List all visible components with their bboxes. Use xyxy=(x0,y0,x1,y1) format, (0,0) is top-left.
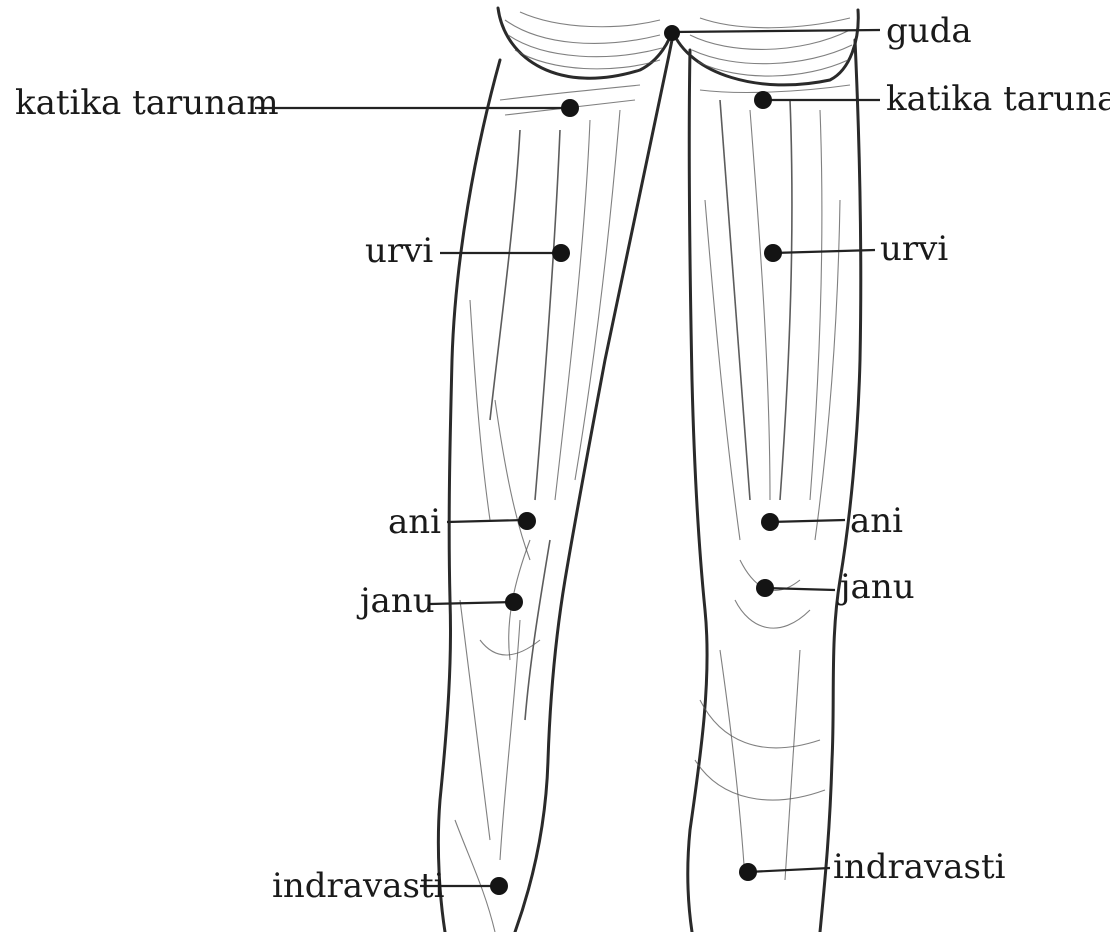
leader-lines xyxy=(255,30,880,886)
point-ani-right xyxy=(761,513,779,531)
point-janu-left xyxy=(505,593,523,611)
label-ani-right: ani xyxy=(850,501,903,541)
point-urvi-left xyxy=(552,244,570,262)
point-katika-tarunam-right xyxy=(754,91,772,109)
label-indravasti-left: indravasti xyxy=(272,866,445,906)
label-katika-tarunam-left: katika tarunam xyxy=(15,83,279,123)
leader-janu-left xyxy=(430,602,513,604)
point-indravasti-right xyxy=(739,863,757,881)
label-urvi-right: urvi xyxy=(880,229,948,269)
marma-points xyxy=(490,25,782,895)
left-leg xyxy=(438,40,672,932)
label-urvi-left: urvi xyxy=(365,231,433,271)
leader-indravasti-right xyxy=(748,868,830,872)
label-janu-left: janu xyxy=(356,581,435,621)
label-ani-left: ani xyxy=(388,502,441,542)
labels: guda katika tarunam katika tarunam urvi … xyxy=(15,11,1110,906)
label-guda: guda xyxy=(886,11,972,51)
leader-ani-left xyxy=(447,520,525,522)
right-leg xyxy=(688,40,861,932)
leader-ani-right xyxy=(770,520,845,522)
point-urvi-right xyxy=(764,244,782,262)
label-janu-right: janu xyxy=(836,567,915,607)
point-ani-left xyxy=(518,512,536,530)
point-guda xyxy=(664,25,680,41)
point-katika-tarunam-left xyxy=(561,99,579,117)
legs-illustration xyxy=(438,8,860,932)
gluteal-region xyxy=(498,8,858,85)
leader-janu-right xyxy=(765,588,835,590)
label-katika-tarunam-right: katika tarunam xyxy=(886,79,1110,119)
leader-guda xyxy=(672,30,880,32)
point-indravasti-left xyxy=(490,877,508,895)
label-indravasti-right: indravasti xyxy=(833,847,1006,887)
point-janu-right xyxy=(756,579,774,597)
